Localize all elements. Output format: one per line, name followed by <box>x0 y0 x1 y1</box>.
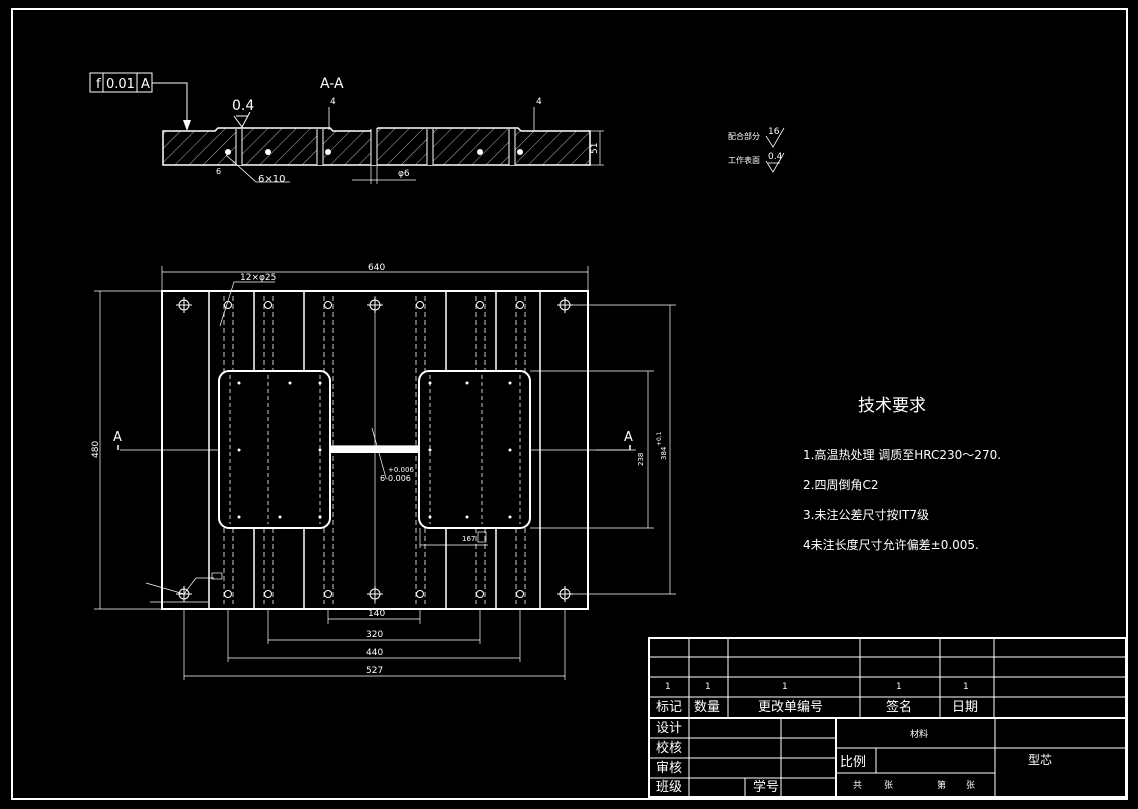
sheet-no-b: 张 <box>966 781 976 791</box>
row-check: 校核 <box>656 741 683 756</box>
notch-right-dim: 4 <box>536 97 542 107</box>
requirement-1: 1.高温热处理 调质至HRC230～270. <box>803 448 1002 462</box>
legend-value-1: 16 <box>768 127 780 137</box>
small-mark: 6 <box>216 167 221 176</box>
section-view: f 0.01 A A-A 0.4 4 4 51 <box>89 72 604 185</box>
pocket-left <box>218 370 331 529</box>
material-label: 材料 <box>910 730 929 740</box>
dim-140: 140 <box>368 609 385 619</box>
dim-ri: +0.1 <box>656 431 663 446</box>
thickness-dim: 51 <box>590 143 600 154</box>
legend-label-2: 工作表面 <box>728 155 760 165</box>
dim-238: 238 <box>637 453 645 466</box>
hole-dim: 6×10 <box>258 174 285 185</box>
dim-320: 320 <box>366 630 383 640</box>
row-design: 设计 <box>656 721 683 736</box>
section-title: A-A <box>320 76 344 92</box>
roughness-top-value: 0.4 <box>232 98 254 114</box>
section-marker-left: A <box>113 430 122 445</box>
header-date: 日期 <box>952 700 979 715</box>
sheets-total-a: 共 <box>853 781 863 791</box>
requirements-title: 技术要求 <box>858 396 926 416</box>
dim-167: 167 <box>462 535 475 543</box>
dim-440: 440 <box>366 648 383 658</box>
pocket-right <box>418 370 531 529</box>
plan-view: 640 12×φ25 480 A A +0.006 6-0.006 238 +0… <box>91 263 676 680</box>
legend-value-2: 0.4 <box>768 152 783 162</box>
sheet-border <box>11 8 1128 800</box>
legend-label-1: 配合部分 <box>728 131 760 141</box>
holes-label: 12×φ25 <box>240 273 276 283</box>
notch-left-dim: 4 <box>330 97 336 107</box>
section-marker-right: A <box>624 430 633 445</box>
rev-mark-5: 1 <box>963 682 969 692</box>
dim-384: 384 <box>660 446 668 460</box>
dim-527: 527 <box>366 666 383 676</box>
row-review: 审核 <box>656 761 683 776</box>
requirement-4: 4未注长度尺寸允许偏差±0.005. <box>803 538 979 552</box>
hole-dim-leader <box>225 154 290 183</box>
rev-mark-3: 1 <box>782 682 788 692</box>
part-name: 型芯 <box>1028 753 1053 767</box>
fcf-datum: A <box>141 77 150 92</box>
roughness-top-symbol <box>233 111 251 128</box>
fcf-leader <box>152 82 188 130</box>
width-dim: 640 <box>368 263 385 273</box>
rev-mark-2: 1 <box>705 682 711 692</box>
pin-dim: φ6 <box>398 169 410 179</box>
tol-upper: +0.006 <box>388 466 414 474</box>
requirement-3: 3.未注公差尺寸按IT7级 <box>803 508 929 522</box>
sheet-no-a: 第 <box>937 781 947 791</box>
rev-mark-4: 1 <box>896 682 902 692</box>
row-class: 班级 <box>656 780 683 795</box>
center-channel <box>330 446 419 453</box>
header-change-no: 更改单编号 <box>758 700 824 715</box>
sheets-total-b: 张 <box>884 781 894 791</box>
title-block <box>648 637 1127 798</box>
fcf-value: 0.01 <box>106 77 135 92</box>
fcf-symbol: f <box>96 77 101 92</box>
tol-main: 6-0.006 <box>380 474 411 483</box>
header-qty: 数量 <box>694 700 721 715</box>
requirement-2: 2.四周倒角C2 <box>803 478 879 492</box>
scale-label: 比例 <box>840 755 867 770</box>
roughness-legend: 配合部分 16 工作表面 0.4 <box>728 127 785 173</box>
header-mark: 标记 <box>656 700 683 715</box>
rev-mark-1: 1 <box>665 682 671 692</box>
holes-label-leader <box>219 281 275 327</box>
header-signature: 签名 <box>886 700 913 715</box>
student-no-label: 学号 <box>753 780 780 795</box>
height-dim: 480 <box>91 441 101 458</box>
